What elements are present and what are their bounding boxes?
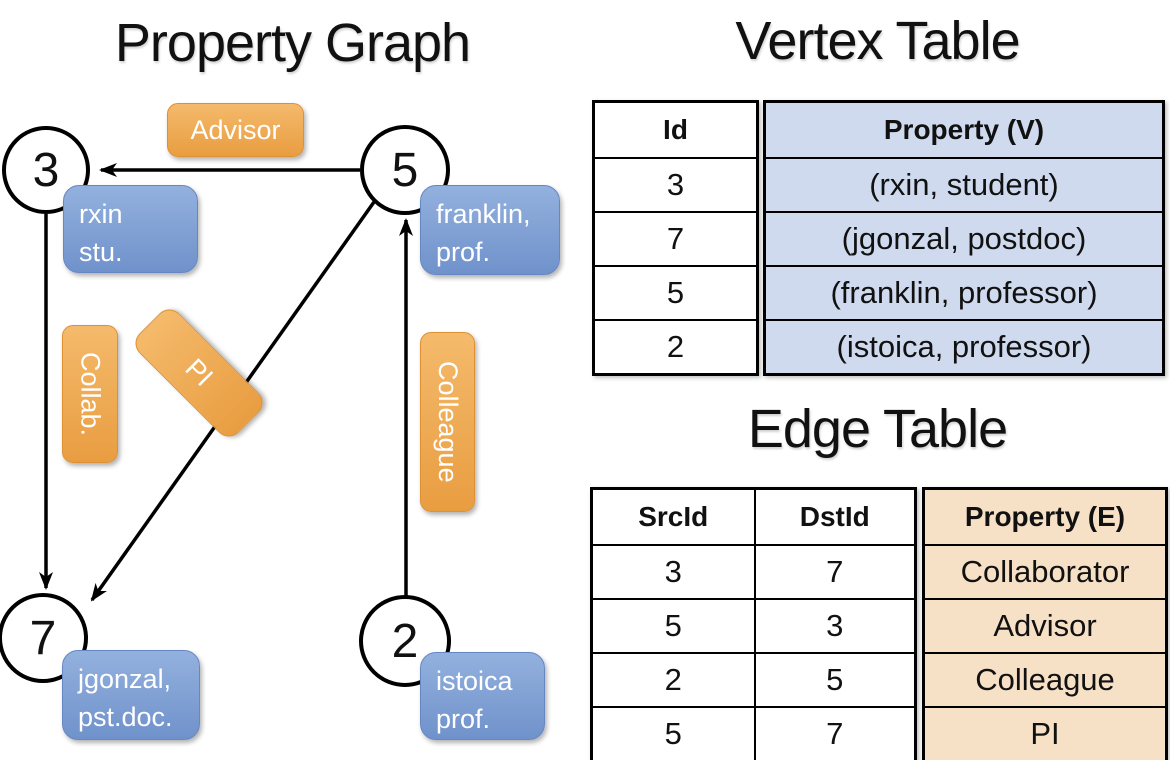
- edge-table-header-srcid: SrcId: [638, 501, 709, 532]
- vertex-table-id-cell: 5: [595, 265, 756, 319]
- vertex-table-header-property: Property (V): [883, 114, 1045, 145]
- edge-table-header-dstid: DstId: [753, 490, 915, 544]
- edge-table-title: Edge Table: [747, 399, 1008, 459]
- edge-table-dstid-cell: 7: [753, 706, 914, 760]
- graph-node-5: 5: [360, 125, 450, 215]
- vertex-property-line: istoica: [436, 666, 513, 696]
- vertex-table-property-cell: (istoica, professor): [766, 319, 1162, 373]
- vertex-table-id-cell: 3: [595, 157, 756, 211]
- edge-label-advisor: Advisor: [167, 103, 304, 157]
- node-id-label: 7: [29, 611, 57, 665]
- edge-table-id-columns: SrcId DstId 3 7 5 3 2 5 5 7: [590, 487, 917, 760]
- vertex-property-box-rxin: rxin stu.: [63, 185, 198, 273]
- edge-table-header-property: Property (E): [964, 501, 1126, 532]
- edge-table-srcid-cell: 2: [593, 652, 754, 706]
- edge-label-text: Colleague: [433, 361, 463, 483]
- vertex-table: Id 3 7 5 2 Property (V) (rxin, student) …: [592, 100, 1165, 376]
- vertex-property-box-franklin: franklin, prof.: [420, 185, 560, 275]
- vertex-property-line: prof.: [436, 704, 491, 735]
- vertex-table-id-cell: 2: [595, 319, 756, 373]
- vertex-table-header-id: Id: [663, 114, 688, 145]
- edge-table-property-cell: Advisor: [925, 598, 1165, 652]
- edge-table-property-cell: Colleague: [925, 652, 1165, 706]
- property-graph-title: Property Graph: [114, 13, 471, 73]
- edge-label-collab: Collab.: [62, 325, 118, 463]
- vertex-table-title: Vertex Table: [735, 11, 1020, 71]
- vertex-property-line: jgonzal,: [78, 664, 172, 694]
- edge-table-property-column: Property (E) Collaborator Advisor Collea…: [922, 487, 1168, 760]
- edge-table-property-cell: PI: [925, 706, 1165, 760]
- vertex-table-property-column: Property (V) (rxin, student) (jgonzal, p…: [763, 100, 1165, 376]
- vertex-property-box-istoica: istoica prof.: [420, 652, 545, 740]
- edge-table-srcid-cell: 3: [593, 544, 754, 598]
- edge-table-dstid-cell: 3: [753, 598, 914, 652]
- edge-label-colleague: Colleague: [420, 332, 475, 512]
- edge-label-text: Advisor: [190, 114, 281, 145]
- edge-table-srcid-cell: 5: [593, 598, 754, 652]
- edge-table-dstid-cell: 7: [753, 544, 914, 598]
- vertex-property-box-jgonzal: jgonzal, pst.doc.: [62, 650, 200, 740]
- vertex-property-line: prof.: [436, 237, 491, 268]
- vertex-property-line: rxin: [79, 199, 123, 229]
- vertex-property-line: pst.doc.: [78, 702, 173, 733]
- edge-table-property-cell: Collaborator: [925, 544, 1165, 598]
- edge-table: SrcId DstId 3 7 5 3 2 5 5 7 Property (E)…: [590, 487, 1168, 760]
- vertex-table-property-cell: (rxin, student): [766, 157, 1162, 211]
- edge-label-text: Collab.: [75, 351, 106, 437]
- node-id-label: 2: [391, 614, 419, 668]
- edge-label-text: PI: [179, 353, 219, 393]
- edge-table-srcid-cell: 5: [593, 706, 754, 760]
- vertex-table-property-cell: (franklin, professor): [766, 265, 1162, 319]
- vertex-property-line: stu.: [79, 237, 123, 268]
- vertex-property-line: franklin,: [436, 199, 531, 229]
- edge-table-dstid-cell: 5: [753, 652, 914, 706]
- node-id-label: 3: [32, 143, 60, 197]
- vertex-table-id-column: Id 3 7 5 2: [592, 100, 759, 376]
- vertex-table-property-cell: (jgonzal, postdoc): [766, 211, 1162, 265]
- node-id-label: 5: [391, 143, 419, 197]
- vertex-table-id-cell: 7: [595, 211, 756, 265]
- graph-node-2: 2: [359, 595, 451, 687]
